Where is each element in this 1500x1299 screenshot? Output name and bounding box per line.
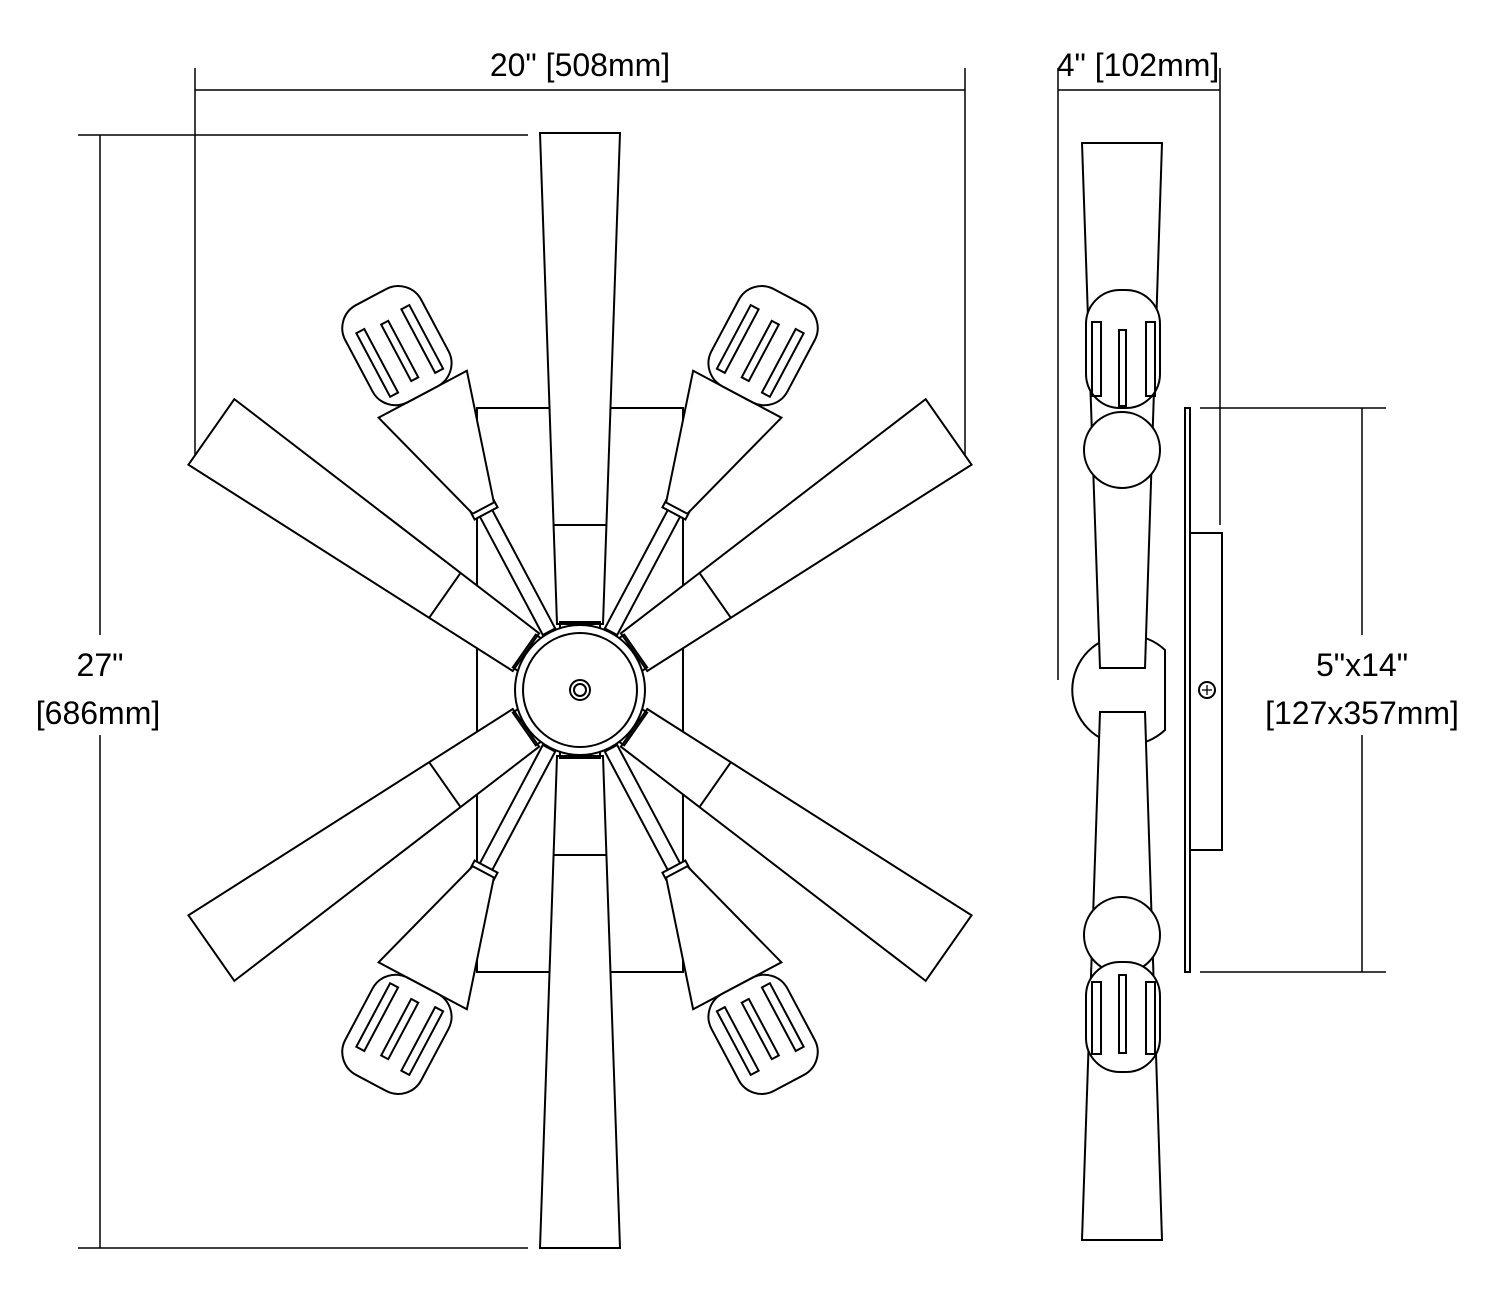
height-label-in: 27": [77, 647, 124, 683]
backplate-label-in: 5"x14": [1316, 647, 1408, 683]
front-bulb-arm-lower-right: [603, 743, 819, 1095]
height-label-mm: [686mm]: [36, 695, 160, 731]
front-bulb-arm-upper-right: [603, 285, 819, 637]
front-shade-lower-left: [187, 707, 542, 983]
front-shade-upper-left: [187, 397, 542, 673]
front-arms: [187, 132, 973, 1249]
side-view: [1071, 142, 1223, 1241]
front-bulb-arm-lower-left: [341, 743, 557, 1095]
front-shade-upper-right: [618, 397, 973, 673]
side-mounting-plate: [1189, 532, 1223, 851]
front-view: [187, 132, 973, 1249]
dimension-depth: 4" [102mm]: [1057, 47, 1221, 680]
dimension-backplate: 5"x14" [127x357mm]: [1200, 407, 1459, 973]
front-shade-top: [538, 132, 622, 628]
backplate-label-mm: [127x357mm]: [1265, 695, 1459, 731]
dimension-height: 27" [686mm]: [36, 134, 528, 1249]
front-shade-bottom: [538, 752, 622, 1249]
depth-label: 4" [102mm]: [1057, 47, 1220, 83]
width-label: 20" [508mm]: [490, 47, 670, 83]
center-hub: [514, 624, 646, 756]
front-shade-lower-right: [618, 707, 973, 983]
side-lower-shade: [1080, 711, 1164, 1241]
dimension-width: 20" [508mm]: [194, 47, 966, 460]
front-bulb-arm-upper-left: [341, 285, 557, 637]
side-upper-shade: [1080, 142, 1164, 669]
screw-icon: [1198, 681, 1216, 699]
